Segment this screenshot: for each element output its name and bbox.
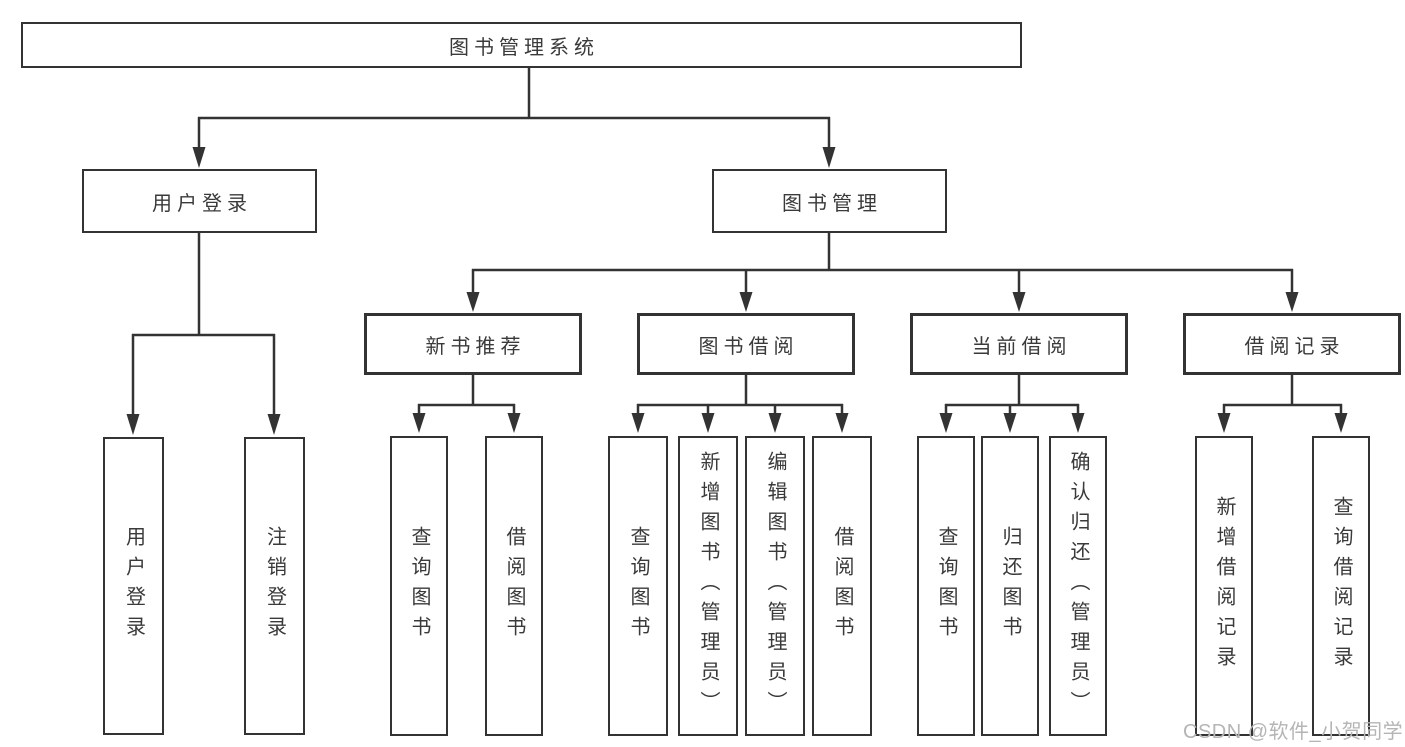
node-book-borrowing: 图书借阅 xyxy=(637,313,855,375)
node-label: 用户登录 xyxy=(122,526,145,646)
node-label: 查询图书 xyxy=(935,526,957,646)
node-label: 新增图书（管理员） xyxy=(697,451,719,721)
node-label: 借阅图书 xyxy=(503,526,525,646)
node-user-login: 用户登录 xyxy=(82,169,317,233)
leaf-borrow-books-1: 借阅图书 xyxy=(485,436,543,736)
node-label: 注销登录 xyxy=(263,526,286,646)
node-label: 图书管理系统 xyxy=(449,36,599,59)
leaf-confirm-return-admin: 确认归还（管理员） xyxy=(1049,436,1107,736)
leaf-add-books-admin: 新增图书（管理员） xyxy=(678,436,738,736)
leaf-borrow-books-2: 借阅图书 xyxy=(812,436,872,736)
connector-user-login-children xyxy=(126,233,281,435)
leaf-user-login: 用户登录 xyxy=(103,437,164,735)
connector-book-borrow-children xyxy=(631,375,849,433)
node-label: 查询借阅记录 xyxy=(1330,496,1352,676)
connector-new-books-children xyxy=(412,375,521,433)
leaf-query-books-2: 查询图书 xyxy=(608,436,668,736)
leaf-query-books-3: 查询图书 xyxy=(917,436,975,736)
node-label: 当前借阅 xyxy=(971,335,1072,358)
node-label: 查询图书 xyxy=(408,526,430,646)
connector-root-to-level1 xyxy=(192,68,836,168)
node-label: 图书管理 xyxy=(782,192,882,215)
node-label: 编辑图书（管理员） xyxy=(764,451,786,721)
node-book-management: 图书管理 xyxy=(712,169,947,233)
node-label: 用户登录 xyxy=(152,192,252,215)
connector-borrow-records-children xyxy=(1217,375,1348,433)
node-label: 确认归还（管理员） xyxy=(1067,451,1089,721)
node-label: 图书借阅 xyxy=(698,335,799,358)
node-label: 查询图书 xyxy=(627,526,649,646)
node-label: 借阅记录 xyxy=(1244,335,1345,358)
node-borrowing-records: 借阅记录 xyxy=(1183,313,1401,375)
leaf-query-borrow-record: 查询借阅记录 xyxy=(1312,436,1370,736)
node-label: 新增借阅记录 xyxy=(1213,496,1235,676)
connector-book-mgmt-children xyxy=(466,233,1299,312)
leaf-logout: 注销登录 xyxy=(244,437,305,735)
connector-current-borrow-children xyxy=(939,375,1085,433)
leaf-edit-books-admin: 编辑图书（管理员） xyxy=(745,436,805,736)
leaf-query-books-1: 查询图书 xyxy=(390,436,448,736)
node-root-library-system: 图书管理系统 xyxy=(21,22,1022,68)
node-label: 归还图书 xyxy=(999,526,1021,646)
leaf-add-borrow-record: 新增借阅记录 xyxy=(1195,436,1253,736)
node-label: 新书推荐 xyxy=(425,335,526,358)
node-label: 借阅图书 xyxy=(831,526,853,646)
node-new-book-recommend: 新书推荐 xyxy=(364,313,582,375)
leaf-return-books: 归还图书 xyxy=(981,436,1039,736)
watermark: CSDN @软件_小贺同学 xyxy=(1183,721,1404,743)
node-current-borrowing: 当前借阅 xyxy=(910,313,1128,375)
